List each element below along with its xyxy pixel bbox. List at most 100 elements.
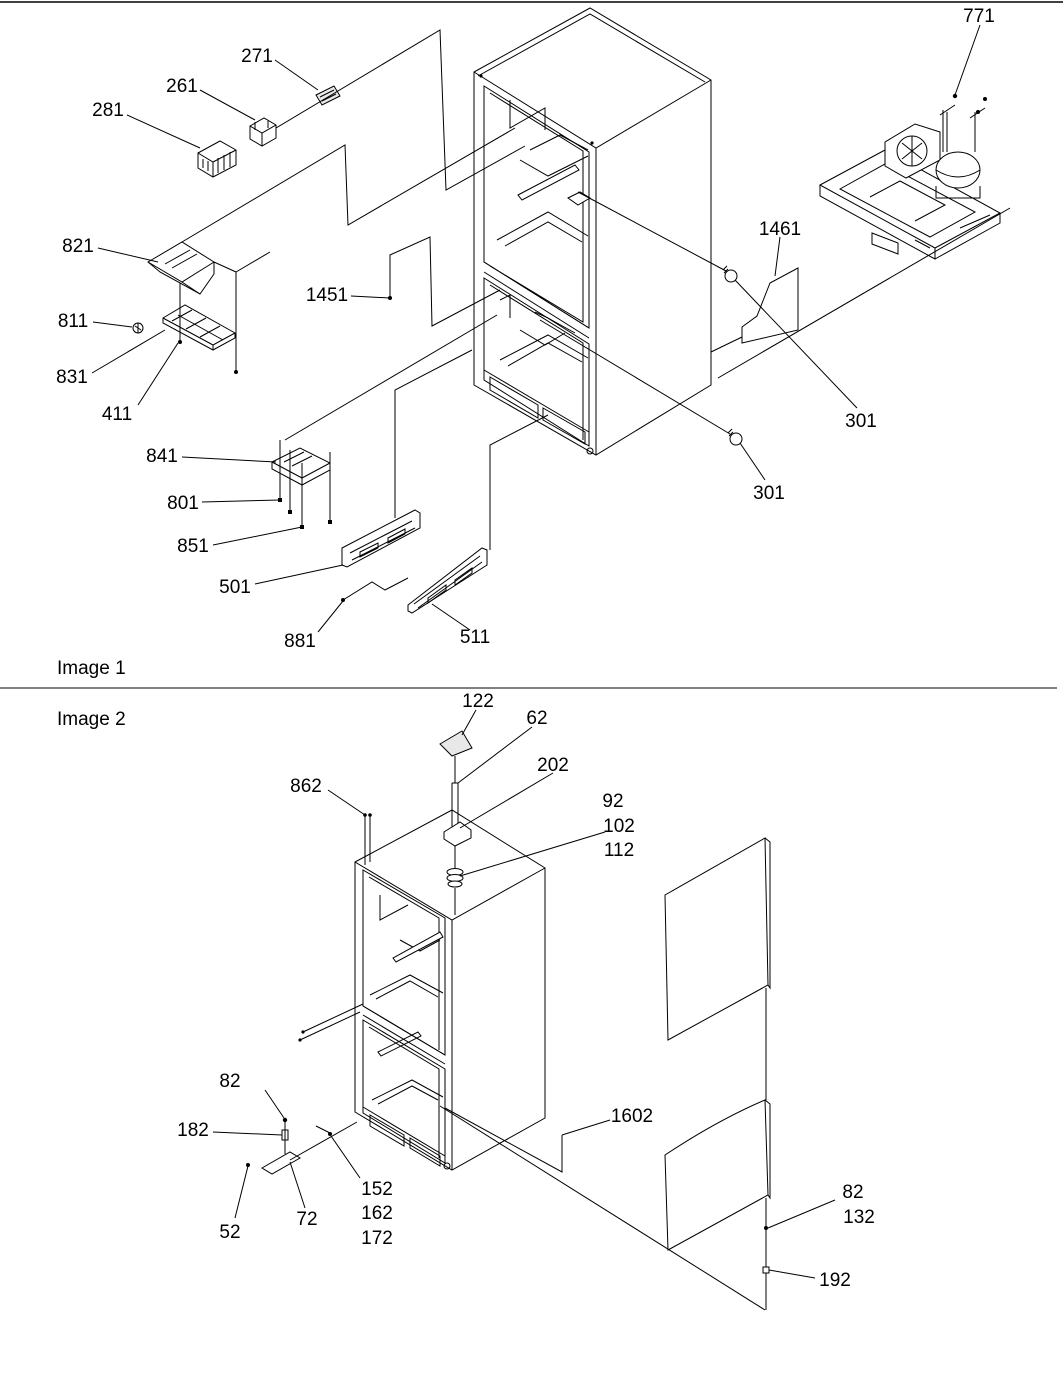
part-511 (407, 547, 488, 614)
compressor-bracket (871, 232, 899, 255)
assembly-lines-841 (279, 314, 498, 527)
callout-182: 182 (177, 1120, 209, 1141)
callout-112: 112 (604, 840, 634, 861)
callout-152: 152 (361, 1179, 393, 1200)
assembly-line-271 (275, 29, 526, 191)
leader-lines-image1 (91, 24, 981, 633)
assembly-line-301-lower (539, 319, 731, 435)
cabinet-foot (443, 1162, 451, 1170)
part-1461 (741, 267, 799, 344)
callout-1451: 1451 (306, 285, 348, 306)
lower-door-edge (764, 1099, 771, 1200)
part-281 (197, 140, 237, 178)
cabinet-image1 (473, 7, 712, 456)
callout-821: 821 (62, 236, 94, 257)
part-771-compressor-assembly (818, 93, 1002, 260)
cabinet-upper-interior (496, 100, 589, 247)
part-62 (451, 756, 459, 835)
part-301-lower (539, 319, 743, 446)
part-862-screws (364, 815, 371, 865)
fan-blades (901, 136, 923, 166)
callout-62: 62 (526, 708, 547, 729)
cabinet-corner-dot (590, 141, 594, 145)
part-261 (249, 117, 277, 147)
callout-1461: 1461 (759, 219, 801, 240)
upper-door-edge (764, 837, 771, 990)
assembly-lines-axle (299, 1003, 364, 1041)
part-72-bottom-hinge (246, 1117, 358, 1175)
compressor-screw (983, 97, 987, 101)
part-881 (341, 577, 409, 602)
compressor-detail (935, 104, 986, 199)
part-271-detail (319, 89, 337, 102)
cabinet-upper-rail (517, 164, 580, 201)
callout-192: 192 (819, 1270, 851, 1291)
axle-dot (298, 1038, 302, 1042)
part-261-detail (249, 121, 277, 146)
assembly-line-301-upper (577, 191, 727, 272)
cabinet-corner-dot (479, 74, 483, 78)
leader-lines-image2 (212, 709, 836, 1279)
part-72-bracket (261, 1151, 301, 1175)
part-511-detail (413, 555, 483, 609)
callout-162: 162 (361, 1203, 393, 1224)
callout-92: 92 (602, 791, 623, 812)
screw-dot (368, 813, 372, 817)
cabinet-lower-interior (499, 294, 589, 367)
compressor-screw (952, 93, 958, 99)
assembly-lines-rear (710, 207, 1011, 379)
part-92-102-112 (446, 846, 464, 915)
part-811 (132, 322, 144, 334)
screw-dot (234, 370, 238, 374)
callout-281: 281 (92, 100, 124, 121)
callout-501: 501 (219, 577, 251, 598)
callout-82-left: 82 (219, 1071, 240, 1092)
cabinet-divider (483, 261, 590, 339)
compressor-screw (976, 110, 980, 114)
cabinet-foot (586, 447, 594, 455)
assembly-line-821 (181, 127, 516, 372)
part-1461-shape (741, 267, 799, 344)
callout-301-upper: 301 (845, 411, 877, 432)
callout-271: 271 (241, 46, 273, 67)
assembly-line-1451 (389, 236, 501, 327)
cabinet-image2 (354, 809, 546, 1171)
cabinet-lower-interior (371, 1031, 444, 1105)
upper-door (664, 837, 771, 1041)
assembly-line-hinge (289, 1121, 358, 1161)
part-62-rod (451, 756, 459, 835)
part-152-dot (328, 1132, 332, 1136)
part-862 (363, 813, 372, 865)
callout-132: 132 (843, 1207, 875, 1228)
part-831 (162, 304, 236, 351)
hinge-pin (281, 1120, 289, 1154)
callout-72: 72 (296, 1209, 317, 1230)
screw-dot (328, 520, 332, 524)
image1-caption: Image 1 (57, 658, 126, 679)
assembly-line-door-bottom (439, 1105, 766, 1311)
part-301-lower-bulb (729, 432, 743, 446)
part-122 (439, 730, 473, 757)
callout-1602: 1602 (611, 1106, 653, 1127)
callout-801: 801 (167, 493, 199, 514)
callout-52: 52 (219, 1222, 240, 1243)
screw-dot (288, 510, 292, 514)
part-192-shape (762, 1266, 770, 1274)
part-281-detail (197, 149, 237, 177)
cabinet-outline (354, 809, 546, 1171)
compressor-dome (935, 151, 981, 189)
cabinet-lower-opening (483, 277, 590, 447)
image2-section: Image 2 (57, 691, 875, 1311)
callout-122: 122 (462, 691, 494, 712)
callout-851: 851 (177, 536, 209, 557)
cabinet-edges (354, 861, 546, 1170)
compressor-tray-lip (819, 163, 1001, 260)
part-841 (271, 447, 331, 486)
part-831-detail (162, 309, 236, 350)
lower-door (664, 1099, 771, 1251)
callout-411: 411 (102, 404, 132, 425)
callout-831: 831 (56, 367, 88, 388)
part-301-upper-base (722, 265, 729, 274)
callout-261: 261 (166, 76, 198, 97)
